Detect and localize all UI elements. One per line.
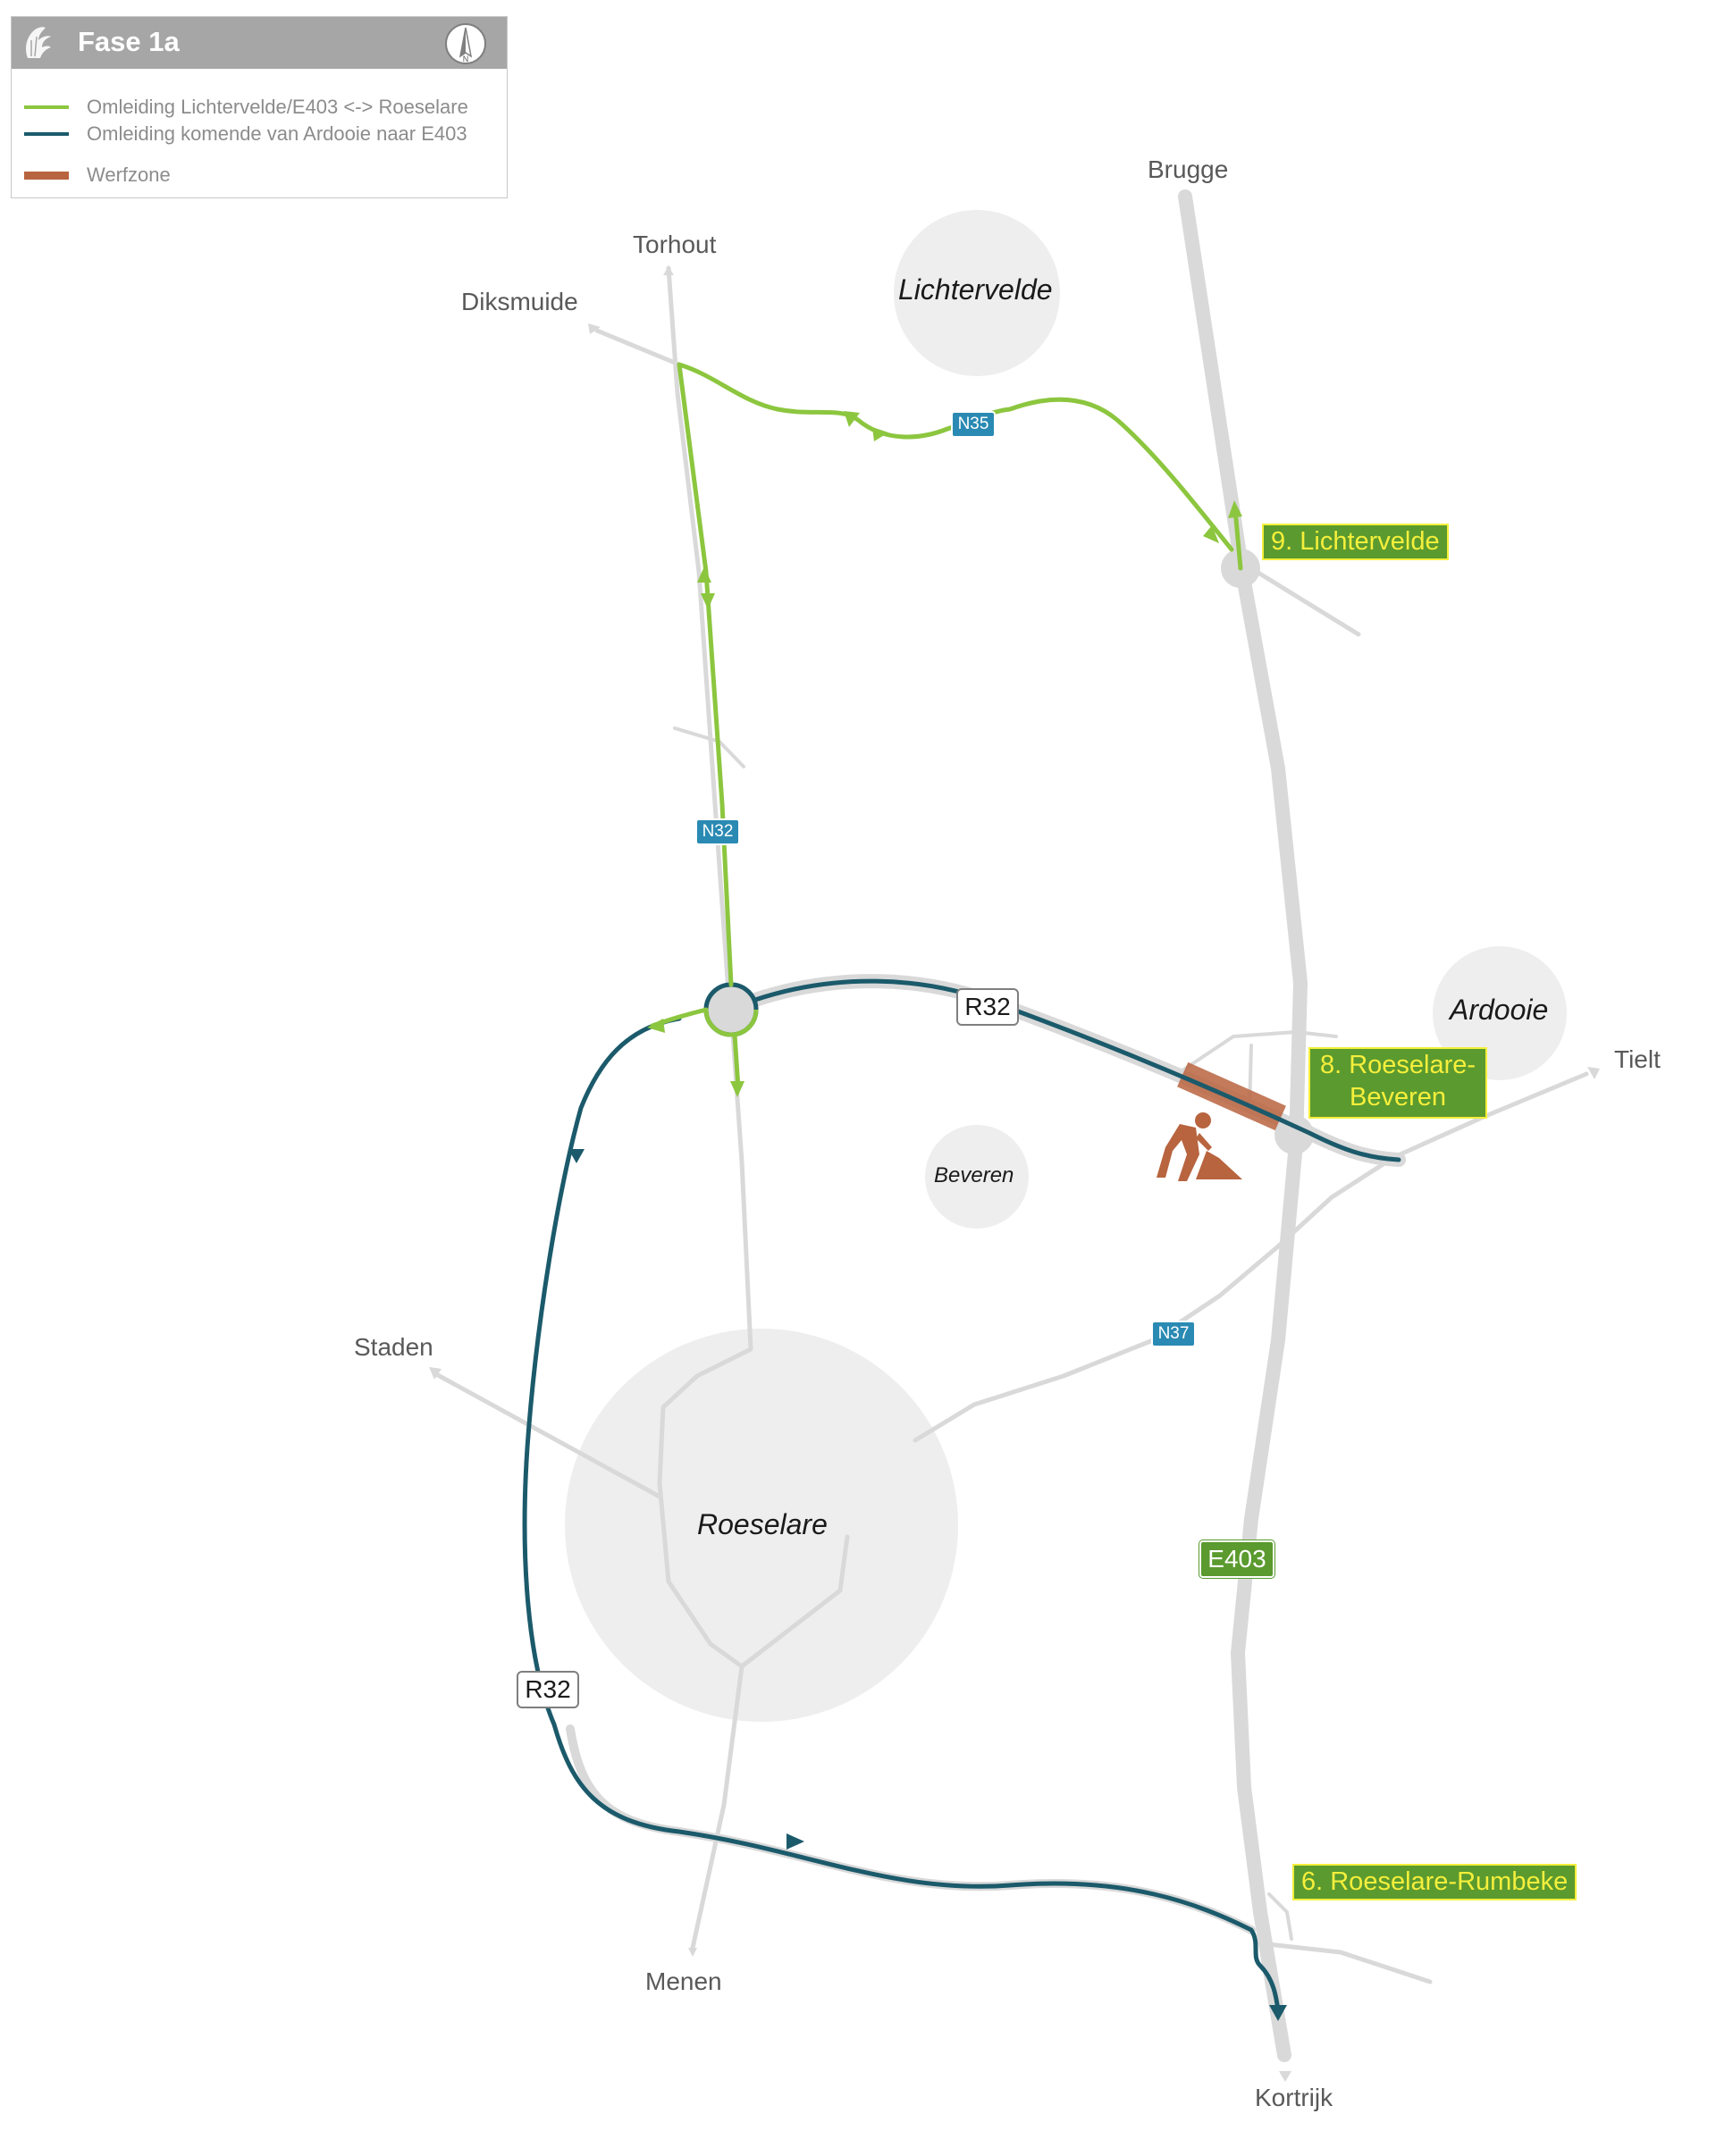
legend-title: Fase 1a (78, 26, 180, 57)
town-area-beveren (925, 1125, 1029, 1229)
exit-label-beveren: 8. Roeselare- Beveren (1308, 1047, 1487, 1119)
road-badge-r32-north: R32 (956, 988, 1019, 1026)
road-e403 (1178, 189, 1308, 2062)
green-arrows (647, 411, 1242, 1097)
legend-swatch-teal (24, 132, 69, 136)
roadworks-worker-icon (1157, 1112, 1242, 1181)
pointer-diksmuide (588, 323, 601, 334)
road-lichtervelde-east (1240, 560, 1361, 637)
town-label-ardooie: Ardooie (1450, 994, 1549, 1026)
route-lichtervelde-roeselare (650, 362, 1243, 1091)
exit-label-beveren-line2: Beveren (1349, 1083, 1446, 1112)
legend-item-green-route: Omleiding Lichtervelde/E403 <-> Roeselar… (24, 94, 468, 121)
road-diksmuide (594, 328, 682, 367)
legend-swatch-worksite (24, 171, 69, 180)
pointer-kortrijk (1279, 2071, 1291, 2082)
town-areas (565, 210, 1567, 1722)
green-arrow-n35-west (844, 411, 860, 427)
town-area-lichtervelde (894, 210, 1060, 376)
place-label-brugge: Brugge (1148, 155, 1229, 183)
north-arrow-label: N (463, 55, 469, 63)
green-arrow-roundabout-west (647, 1019, 665, 1033)
r32-roundabout-green-arc (703, 1009, 759, 1037)
legend-label-worksite: Werfzone (87, 164, 171, 186)
road-badge-e403: E403 (1199, 1539, 1275, 1579)
legend-item-teal-route: Omleiding komende van Ardooie naar E403 (24, 121, 467, 147)
town-label-roeselare: Roeselare (697, 1508, 828, 1540)
route-green-e403 (1232, 507, 1243, 571)
pointer-brugge (1179, 189, 1191, 198)
green-arrow-e403-north (1228, 500, 1242, 518)
exit-label-rumbeke: 6. Roeselare-Rumbeke (1292, 1864, 1577, 1900)
road-badge-n35: N35 (951, 411, 996, 438)
road-menen (690, 1664, 744, 1950)
pointer-tielt (1587, 1067, 1600, 1079)
green-arrow-n35-east (872, 427, 888, 441)
green-arrow-south-2 (730, 1081, 744, 1097)
place-label-menen: Menen (645, 1967, 722, 1995)
teal-arrows (568, 1149, 1287, 2021)
road-staden (433, 1372, 662, 1499)
route-green-south (732, 1032, 741, 1091)
road-badge-r32-west: R32 (517, 1671, 579, 1708)
teal-arrow-south (786, 1833, 804, 1850)
exit-label-beveren-line1: 8. Roeselare- (1319, 1051, 1476, 1079)
place-label-staden: Staden (354, 1333, 433, 1361)
town-label-beveren: Beveren (934, 1163, 1014, 1187)
pointer-menen (688, 1948, 697, 1957)
place-label-tielt: Tielt (1614, 1045, 1661, 1073)
north-arrow-icon: N (445, 23, 486, 64)
legend-header: Fase 1a N (12, 17, 507, 69)
road-n32-south (657, 1007, 753, 1669)
teal-arrow-kortrijk (1269, 2005, 1287, 2021)
road-badge-n32: N32 (695, 818, 740, 845)
legend-label-green: Omleiding Lichtervelde/E403 <-> Roeselar… (87, 96, 468, 118)
green-arrow-south-1 (701, 593, 715, 609)
road-n32-north (666, 265, 731, 994)
pointer-staden (429, 1367, 442, 1380)
exit-label-lichtervelde: 9. Lichtervelde (1262, 524, 1449, 560)
green-arrow-lichtervelde (1203, 525, 1219, 543)
road-badge-n37: N37 (1151, 1321, 1196, 1347)
road-rumbeke-exit (1258, 1941, 1433, 1984)
place-label-kortrijk: Kortrijk (1255, 2084, 1333, 2111)
pointer-torhout (663, 266, 674, 275)
town-area-ardooie (1433, 946, 1567, 1080)
route-green-n32 (677, 362, 734, 987)
teal-arrow-west (568, 1149, 585, 1163)
legend-swatch-green (24, 105, 69, 109)
legend-item-worksite: Werfzone (24, 162, 171, 189)
route-green-n35 (677, 362, 1234, 552)
road-n37 (913, 1071, 1589, 1443)
road-side-stub-2 (1178, 1030, 1338, 1074)
legend-label-teal: Omleiding komende van Ardooie naar E403 (87, 122, 467, 145)
town-label-lichtervelde: Lichtervelde (898, 273, 1053, 306)
place-label-torhout: Torhout (633, 231, 717, 258)
road-roeselare-east (739, 1534, 850, 1669)
road-side-stub-4 (1267, 1892, 1293, 1941)
place-label-diksmuide: Diksmuide (461, 288, 578, 315)
road-network (433, 189, 1589, 2062)
direction-pointers (429, 189, 1600, 2082)
green-arrow-north-1 (697, 566, 711, 583)
legend-panel: Fase 1a N Omleiding Lichtervelde/E403 <-… (11, 16, 508, 198)
flemish-lion-logo-icon (26, 27, 51, 58)
